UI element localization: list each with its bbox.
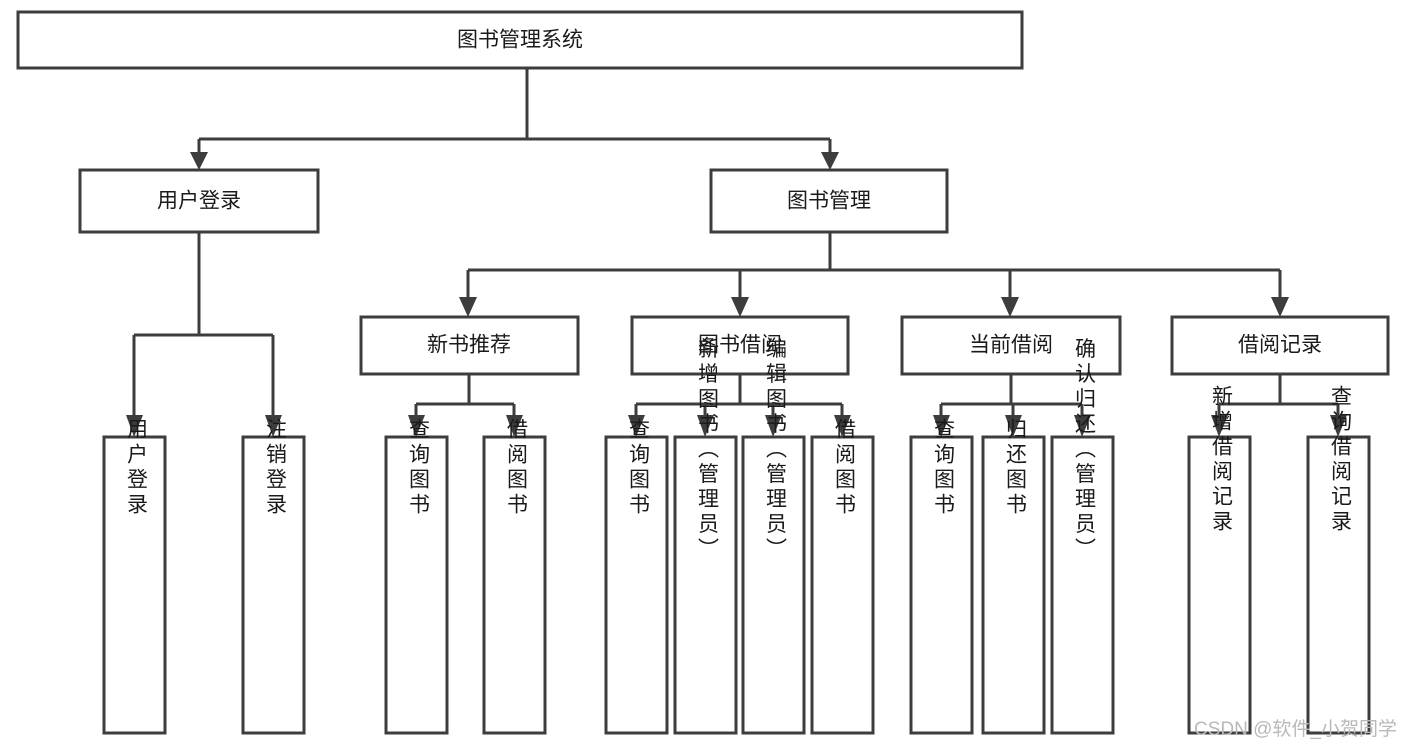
node-leaf-borrow-book-bw-label: 借阅图书: [832, 418, 856, 518]
node-book-borrow-label: 图书借阅: [698, 334, 782, 357]
connector-layer: [126, 68, 1347, 437]
node-root-box[interactable]: [16, 10, 1024, 70]
arrowhead-leaf-borrow-book-bw: [834, 415, 851, 437]
node-borrow-record-box[interactable]: [1170, 315, 1390, 376]
node-leaf-edit-book-box[interactable]: [741, 435, 806, 735]
node-leaf-edit-book[interactable]: 编辑图书（管理员）: [741, 338, 806, 735]
arrowhead-leaf-confirm-return: [1074, 415, 1091, 437]
node-leaf-borrow-book-rec[interactable]: 借阅图书: [482, 418, 547, 735]
node-current-borrow-box[interactable]: [900, 315, 1122, 376]
node-leaf-query-book-bw[interactable]: 查询图书: [604, 418, 669, 735]
arrowhead-leaf-add-book: [697, 415, 714, 437]
arrowhead-borrow-record: [1271, 297, 1289, 317]
node-current-borrow[interactable]: 当前借阅: [900, 315, 1122, 376]
arrowhead-leaf-query-book-rec: [408, 415, 425, 437]
node-leaf-add-book-label: 新增图书（管理员）: [695, 338, 719, 563]
node-leaf-user-login-label: 用户登录: [124, 418, 148, 518]
node-user-login[interactable]: 用户登录: [78, 168, 320, 234]
arrowhead-leaf-query-book-bw: [628, 415, 645, 437]
node-leaf-query-book-rec-box[interactable]: [384, 435, 449, 735]
node-leaf-borrow-book-rec-label: 借阅图书: [504, 418, 528, 518]
node-new-book-rec[interactable]: 新书推荐: [359, 315, 580, 376]
node-leaf-query-book-rec-label: 查询图书: [406, 418, 430, 518]
node-leaf-add-book[interactable]: 新增图书（管理员）: [673, 338, 738, 735]
arrowhead-book-borrow: [731, 297, 749, 317]
arrowhead-leaf-add-record: [1211, 415, 1228, 437]
node-current-borrow-label: 当前借阅: [969, 334, 1053, 357]
node-leaf-query-book-rec[interactable]: 查询图书: [384, 418, 449, 735]
node-leaf-add-book-box[interactable]: [673, 435, 738, 735]
arrowhead-leaf-query-book-cur: [933, 415, 950, 437]
node-leaf-return-book-box[interactable]: [981, 435, 1046, 735]
node-book-borrow-box[interactable]: [630, 315, 850, 376]
node-leaf-edit-book-label: 编辑图书（管理员）: [763, 338, 787, 563]
node-leaf-query-book-bw-box[interactable]: [604, 435, 669, 735]
node-leaf-logout-label: 注销登录: [263, 418, 287, 518]
node-leaf-query-book-cur[interactable]: 查询图书: [909, 418, 974, 735]
csdn-watermark: CSDN @软件_小贺同学: [1194, 719, 1397, 740]
node-new-book-rec-label: 新书推荐: [427, 334, 511, 357]
arrowhead-leaf-return-book: [1005, 415, 1022, 437]
node-book-manage-label: 图书管理: [787, 190, 871, 213]
node-book-manage[interactable]: 图书管理: [709, 168, 949, 234]
node-leaf-logout[interactable]: 注销登录: [241, 418, 306, 735]
node-leaf-add-record[interactable]: 新增借阅记录: [1187, 385, 1252, 735]
arrowhead-leaf-user-login: [126, 415, 143, 437]
node-leaf-borrow-book-rec-box[interactable]: [482, 435, 547, 735]
node-leaf-query-book-cur-label: 查询图书: [931, 418, 955, 518]
node-user-login-box[interactable]: [78, 168, 320, 234]
node-new-book-rec-box[interactable]: [359, 315, 580, 376]
node-root[interactable]: 图书管理系统: [16, 10, 1024, 70]
arrowhead-book-manage: [821, 152, 839, 170]
arrowhead-current-borrow: [1001, 297, 1019, 317]
arrowhead-leaf-borrow-book-rec: [506, 415, 523, 437]
node-leaf-borrow-book-bw[interactable]: 借阅图书: [810, 418, 875, 735]
node-user-login-label: 用户登录: [157, 190, 241, 213]
node-leaf-return-book[interactable]: 归还图书: [981, 418, 1046, 735]
node-book-manage-box[interactable]: [709, 168, 949, 234]
arrowhead-leaf-query-record: [1330, 415, 1347, 437]
node-leaf-add-record-box[interactable]: [1187, 435, 1252, 735]
arrowhead-user-login: [190, 152, 208, 170]
node-borrow-record[interactable]: 借阅记录: [1170, 315, 1390, 376]
node-leaf-confirm-return[interactable]: 确认归还（管理员）: [1050, 338, 1115, 735]
node-leaf-query-book-cur-box[interactable]: [909, 435, 974, 735]
node-leaf-query-book-bw-label: 查询图书: [626, 418, 650, 518]
node-leaf-query-record-box[interactable]: [1306, 435, 1371, 735]
arrowhead-new-book-rec: [459, 297, 477, 317]
node-leaf-logout-box[interactable]: [241, 435, 306, 735]
node-leaf-user-login[interactable]: 用户登录: [102, 418, 167, 735]
node-leaf-return-book-label: 归还图书: [1003, 418, 1027, 518]
node-leaf-query-record[interactable]: 查询借阅记录: [1306, 385, 1371, 735]
node-leaf-confirm-return-label: 确认归还（管理员）: [1072, 338, 1096, 563]
node-leaf-user-login-box[interactable]: [102, 435, 167, 735]
node-root-label: 图书管理系统: [457, 29, 583, 52]
node-borrow-record-label: 借阅记录: [1238, 334, 1322, 357]
arrowhead-leaf-edit-book: [765, 415, 782, 437]
node-leaf-confirm-return-box[interactable]: [1050, 435, 1115, 735]
node-leaf-add-record-label: 新增借阅记录: [1209, 385, 1233, 535]
node-book-borrow[interactable]: 图书借阅: [630, 315, 850, 376]
arrowhead-leaf-logout: [265, 415, 282, 437]
node-leaf-borrow-book-bw-box[interactable]: [810, 435, 875, 735]
node-leaf-query-record-label: 查询借阅记录: [1328, 385, 1352, 535]
